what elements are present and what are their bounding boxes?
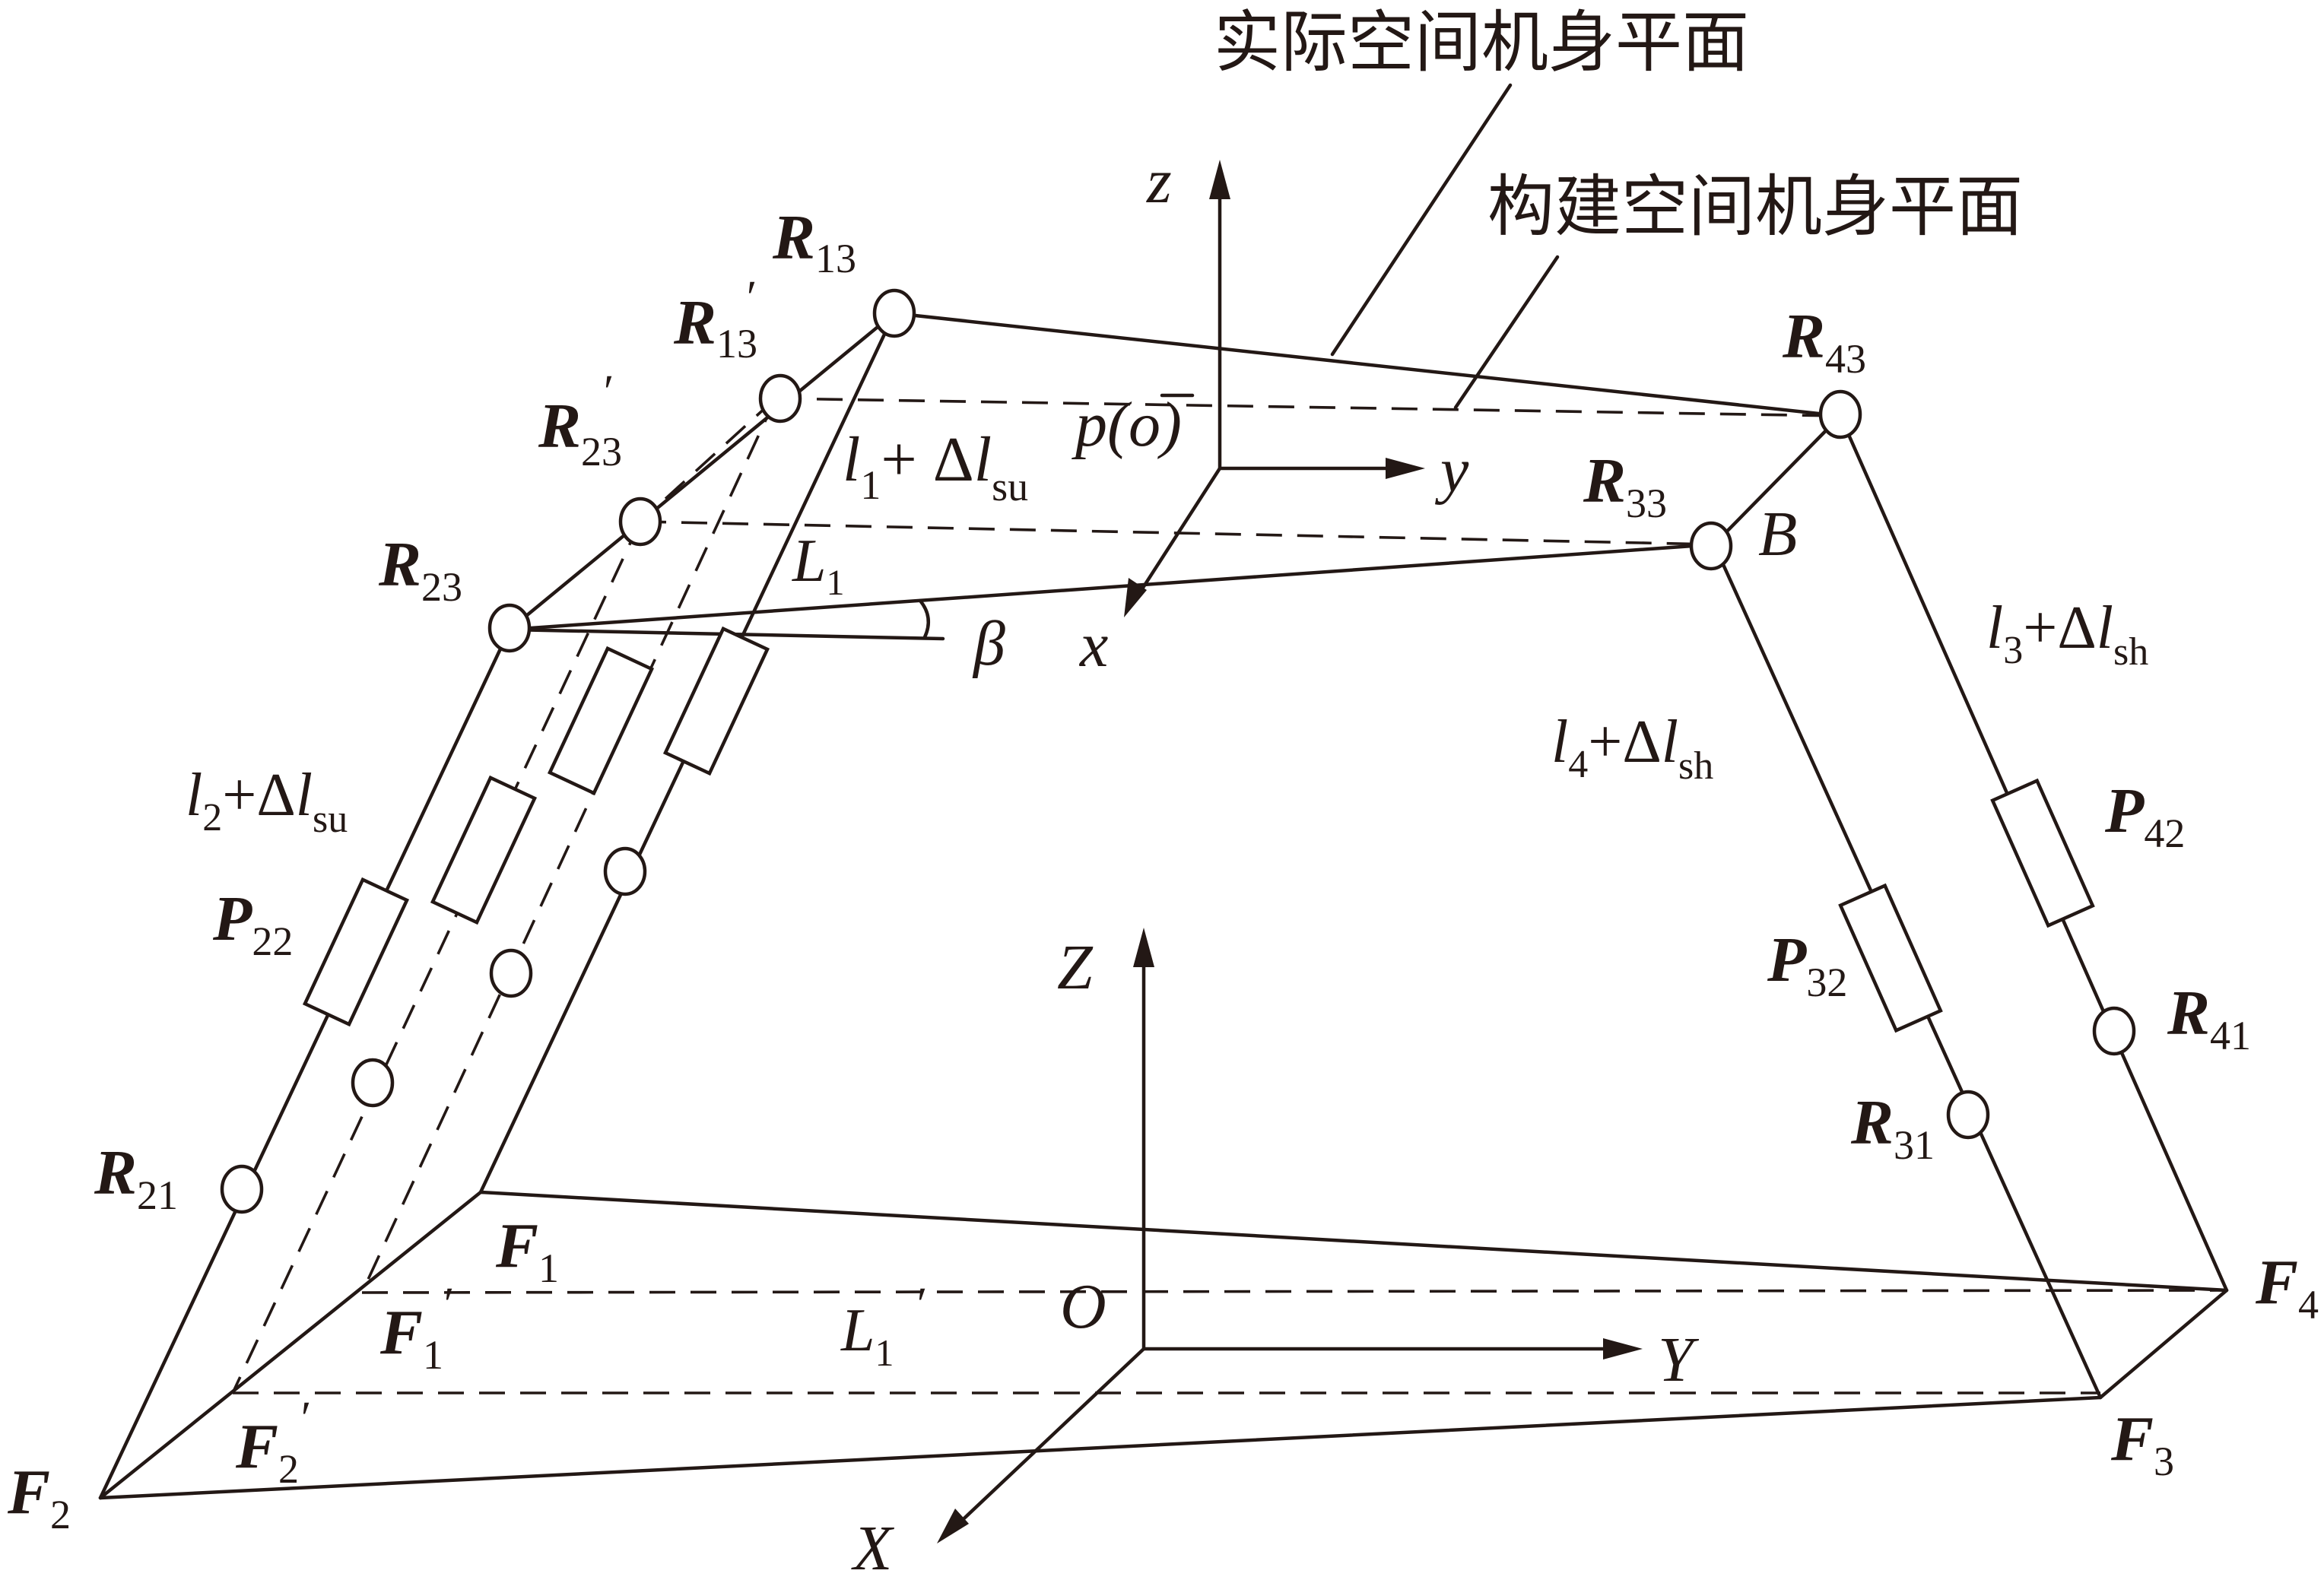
label-l2: l2+Δlsu [186,762,348,841]
label-L1-prime-mark: ′ [914,1279,925,1331]
label-p-o: p(o) [1072,389,1182,460]
revolute-joints [220,288,2136,1214]
label-P32: P32 [1767,925,1847,1005]
leg1p-joint [547,646,655,796]
label-y: y [1434,435,1469,506]
label-F1-prime: F1 [379,1297,443,1378]
label-F2: F2 [7,1457,71,1537]
label-R23: R23 [378,529,462,610]
label-P22: P22 [212,884,293,964]
label-R13: R13 [772,202,856,281]
R23p-joint [618,497,662,547]
R31-joint [1946,1090,1990,1140]
label-x: x [1078,610,1108,681]
label-l1: l1+ Δlsu [843,424,1028,509]
label-F1-prime-mark: ′ [441,1279,452,1331]
label-R13-prime-mark: ′ [744,272,755,324]
R23-joint [487,603,532,653]
title-leaders [1330,83,1560,410]
leg1-joint [662,626,770,776]
label-R23-prime-mark: ′ [601,366,612,418]
label-F1: F1 [495,1210,559,1291]
leg1p-lower-joint [489,948,533,998]
R13p-joint [758,373,802,424]
label-X: X [851,1513,895,1580]
label-R43: R43 [1782,301,1866,382]
label-l4: l4+Δlsh [1551,709,1713,788]
prismatic-joints [302,626,2095,1033]
label-B: B [1758,499,1797,569]
label-Z: Z [1057,932,1094,1003]
R13-joint [872,288,916,338]
label-beta: β [972,608,1005,679]
actual-body-plane [507,311,1843,641]
label-F2-prime: F2 [235,1411,299,1492]
P22-joint [302,877,410,1027]
label-L1-prime: L1 [840,1297,894,1374]
label-R31: R31 [1850,1087,1935,1168]
R33-joint [1689,521,1733,571]
leg1-lower-joint [603,846,647,896]
label-R21: R21 [94,1137,178,1218]
label-R33: R33 [1583,446,1667,526]
built-plane-title: 构建空间机身平面 [1487,167,2023,246]
label-l3: l3+Δlsh [1986,595,2148,674]
P32-joint [1838,883,1943,1033]
R43-joint [1818,389,1862,439]
label-z: z [1146,146,1172,217]
ground-axes [937,928,1643,1544]
label-O: O [1060,1271,1106,1342]
label-P42: P42 [2104,776,2185,856]
P42-joint [1990,778,2095,928]
body-axes [1124,160,1425,617]
actual-plane-title: 实际空间机身平面 [1214,3,1749,81]
leg2p-joint [430,775,538,925]
R21-joint [220,1164,264,1214]
label-R41: R41 [2167,978,2251,1058]
label-F3: F3 [2110,1404,2174,1484]
ground-plane [98,1190,2229,1500]
label-Y: Y [1658,1325,1700,1395]
leg2p-lower-joint [351,1058,395,1108]
label-F2-prime-mark: ′ [298,1393,310,1445]
R41-joint [2092,1006,2136,1056]
label-R13-prime: R13 [673,287,757,366]
label-F4: F4 [2255,1247,2319,1328]
label-R23-prime: R23 [538,391,622,474]
label-L1: L1 [792,528,845,603]
